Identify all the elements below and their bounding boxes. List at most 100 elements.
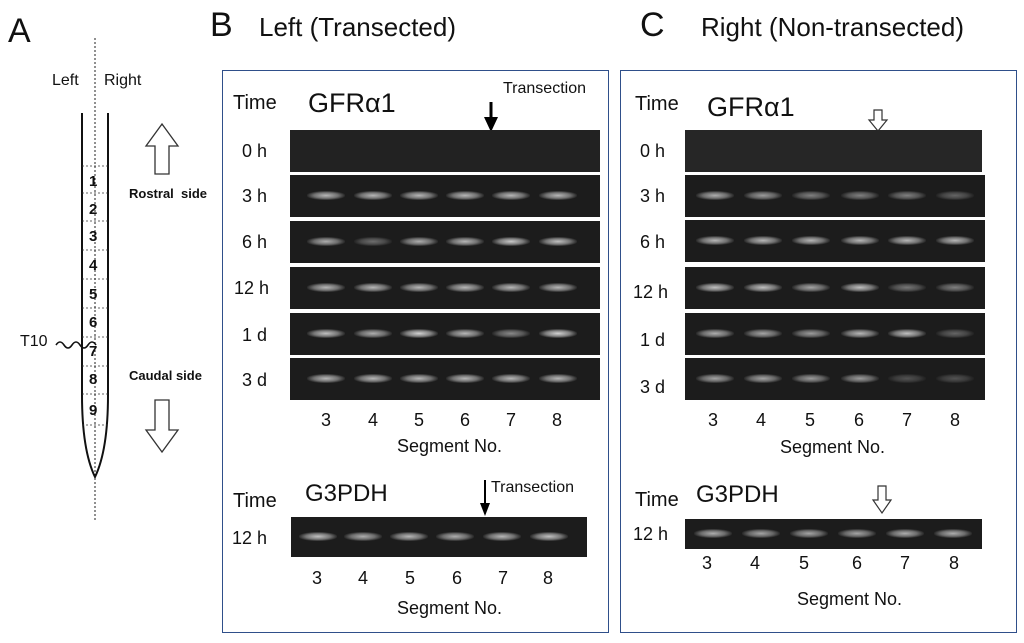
gel-band: [936, 374, 974, 383]
panel-c-seg-3: 3: [708, 410, 719, 430]
panel-c-time-0h: 0 h: [640, 141, 666, 161]
gel-band: [696, 374, 734, 383]
panel-c-bottom-seg-4: 4: [750, 553, 761, 573]
gel-band: [792, 283, 830, 292]
gel-band: [492, 237, 530, 246]
panel-c-time-6h: 6 h: [640, 232, 666, 252]
panel-b-gel-3d: [290, 358, 600, 400]
panel-c-time-3h: 3 h: [640, 186, 666, 206]
panel-c-bottom-seg-7: 7: [900, 553, 911, 573]
gel-band: [400, 329, 438, 338]
segment-label-4: 4: [89, 257, 98, 274]
panel-b-transection-label-bottom: Transection: [491, 479, 574, 496]
segment-label-7: 7: [89, 343, 98, 360]
gel-band: [936, 236, 974, 245]
gel-band: [436, 532, 474, 541]
gel-band: [307, 237, 345, 246]
panel-b-bottom-time: 12 h: [232, 528, 268, 548]
left-side-label: Left: [52, 72, 79, 89]
segment-label-9: 9: [89, 402, 98, 419]
panel-b-gel-3h: [290, 175, 600, 217]
gel-band: [446, 374, 484, 383]
caudal-side-label: Caudal side: [129, 368, 202, 383]
gel-band: [492, 329, 530, 338]
panel-b-time-6h: 6 h: [242, 232, 268, 252]
gel-band: [744, 236, 782, 245]
panel-c-bottom-seg-5: 5: [799, 553, 810, 573]
gel-band: [354, 283, 392, 292]
gel-band: [790, 529, 828, 538]
panel-c-time-12h: 12 h: [633, 282, 669, 302]
gel-band: [344, 532, 382, 541]
panel-c-gel-3h: [685, 175, 985, 217]
gel-band: [354, 237, 392, 246]
segment-label-1: 1: [89, 173, 98, 190]
gel-band: [390, 532, 428, 541]
panel-b-gene-g3pdh: G3PDH: [305, 480, 388, 507]
segment-label-2: 2: [89, 201, 98, 218]
panel-b-seg-4: 4: [368, 410, 379, 430]
gel-band: [354, 191, 392, 200]
panel-b-bottom-seg-6: 6: [452, 568, 463, 588]
gel-band: [888, 283, 926, 292]
panel-b-time-0h: 0 h: [242, 141, 268, 161]
gel-band: [492, 191, 530, 200]
gel-band: [886, 529, 924, 538]
panel-c-gene-gfra1: GFRα1: [707, 92, 795, 122]
panel-c-title: Right (Non-transected): [701, 12, 964, 42]
panel-b-time-12h: 12 h: [234, 278, 270, 298]
panel-b-seg-6: 6: [460, 410, 471, 430]
gel-band: [539, 237, 577, 246]
gel-band: [888, 236, 926, 245]
gel-band: [934, 529, 972, 538]
panel-b-time-3d: 3 d: [242, 370, 268, 390]
gel-band: [888, 191, 926, 200]
panel-c-segment-axis-bottom: Segment No.: [797, 589, 903, 609]
panel-b-gel-6h: [290, 221, 600, 263]
panel-c-seg-8: 8: [950, 410, 961, 430]
gel-band: [841, 283, 879, 292]
gel-band: [354, 329, 392, 338]
panel-b-bottom-seg-3: 3: [312, 568, 323, 588]
panel-b-box: [222, 70, 609, 633]
gel-band: [400, 191, 438, 200]
gel-band: [446, 283, 484, 292]
gel-band: [696, 236, 734, 245]
gel-band: [936, 191, 974, 200]
gel-band: [446, 191, 484, 200]
panel-c-gene-g3pdh: G3PDH: [696, 481, 779, 508]
panel-c-seg-5: 5: [805, 410, 816, 430]
panel-c-gel-1d: [685, 313, 985, 355]
panel-c-bottom-seg-6: 6: [852, 553, 863, 573]
t10-label: T10: [20, 333, 48, 350]
panel-b-transection-label: Transection: [503, 80, 586, 97]
panel-b-gel-12h: [290, 267, 600, 309]
panel-b-seg-3: 3: [321, 410, 332, 430]
panel-c-letter: C: [640, 6, 665, 44]
gel-band: [888, 374, 926, 383]
right-side-label: Right: [104, 72, 142, 89]
panel-b-bottom-seg-5: 5: [405, 568, 416, 588]
gel-band: [539, 283, 577, 292]
panel-b-gene-gfra1: GFRα1: [308, 88, 396, 118]
panel-b-time-header-bottom: Time: [233, 490, 277, 512]
gel-band: [539, 329, 577, 338]
gel-band: [307, 191, 345, 200]
gel-band: [838, 529, 876, 538]
panel-b-title: Left (Transected): [259, 12, 457, 42]
panel-b-gel-1d: [290, 313, 600, 355]
panel-c-seg-7: 7: [902, 410, 913, 430]
gel-band: [841, 329, 879, 338]
panel-c-gel-12h: [685, 267, 985, 309]
gel-band: [354, 374, 392, 383]
gel-band: [936, 329, 974, 338]
gel-band: [841, 236, 879, 245]
panel-b-segment-axis: Segment No.: [397, 436, 503, 456]
gel-band: [530, 532, 568, 541]
gel-band: [307, 374, 345, 383]
panel-b-bottom-seg-7: 7: [498, 568, 509, 588]
segment-label-5: 5: [89, 286, 98, 303]
panel-c-bottom-time: 12 h: [633, 524, 669, 544]
